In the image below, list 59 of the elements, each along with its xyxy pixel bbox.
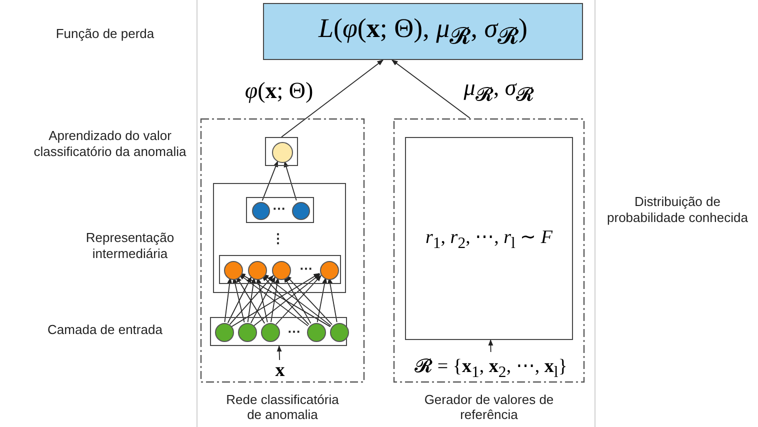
neuron-circle: [248, 261, 267, 280]
loss-function-box: L(φ(x; Θ), μ$_{𝓡}$, σ$_{𝓡}$): [263, 3, 583, 60]
annotation-label: Distribuição de probabilidade conhecida: [606, 192, 749, 227]
edge-label: φ(x; Θ): [244, 77, 314, 105]
ellipsis-mark: ⋯: [298, 261, 314, 277]
arrow: [262, 160, 278, 202]
annotation-label: Aprendizado do valor classificatório da anomalia: [32, 126, 188, 161]
annotation-label: Camada de entrada: [46, 320, 164, 339]
arrow: [238, 274, 308, 326]
neuron-circle: [272, 142, 293, 163]
group-title: Gerador de valores de referência: [423, 391, 555, 424]
reference-set-formula: 𝓡 = {x$_{1}$, x$_{2}$, ⋯, x$_{l}$}: [397, 352, 585, 384]
arrow: [276, 345, 282, 360]
neuron-circle: [224, 261, 243, 280]
arrow: [284, 160, 297, 201]
arrow: [250, 276, 276, 324]
arrow: [316, 277, 328, 323]
layer-box: [219, 255, 341, 284]
arrow: [254, 274, 320, 326]
output-box: [265, 137, 298, 166]
arrow: [262, 274, 332, 326]
arrow: [229, 275, 274, 325]
ellipsis-mark: ⋯: [286, 324, 302, 340]
distribution-box: r$_{1}$, r$_{2}$, ⋯, r$_{l}$ ∼ F: [405, 137, 573, 340]
layer-box: [246, 197, 314, 223]
arrow: [236, 276, 266, 324]
arrow: [262, 274, 310, 326]
neuron-circle: [215, 323, 234, 342]
neuron-circle: [320, 261, 339, 280]
arrow: [247, 277, 256, 323]
ellipsis-mark: ⋯: [272, 201, 286, 217]
arrow: [224, 277, 232, 323]
neuron-circle: [292, 202, 310, 220]
arrow: [284, 276, 312, 324]
neuron-circle: [261, 323, 280, 342]
layer-box: [210, 317, 347, 346]
arrow: [232, 277, 245, 323]
arrow: [275, 275, 322, 325]
arrow: [256, 277, 268, 323]
neuron-circle: [238, 323, 257, 342]
annotation-label: Representação intermediária: [84, 228, 176, 263]
arrow: [270, 277, 280, 323]
input-symbol: x: [268, 360, 292, 382]
arrow: [231, 272, 320, 328]
arrow: [392, 60, 470, 118]
arrow: [227, 276, 252, 324]
neuron-circle: [272, 261, 291, 280]
arrow: [286, 274, 332, 326]
annotation-label: Função de perda: [54, 24, 156, 43]
arrow: [328, 277, 338, 323]
arrow: [281, 60, 384, 138]
neuron-circle: [252, 202, 270, 220]
arrow: [488, 339, 494, 352]
hidden-layers-box: [213, 183, 346, 293]
neuron-circle: [330, 323, 349, 342]
group-title: Rede classificatória de anomalia: [225, 391, 340, 424]
neuron-circle: [307, 323, 326, 342]
edge-label: μ$_{𝓡}$, σ$_{𝓡}$: [462, 76, 536, 106]
ellipsis-mark: ⋮: [270, 230, 286, 248]
